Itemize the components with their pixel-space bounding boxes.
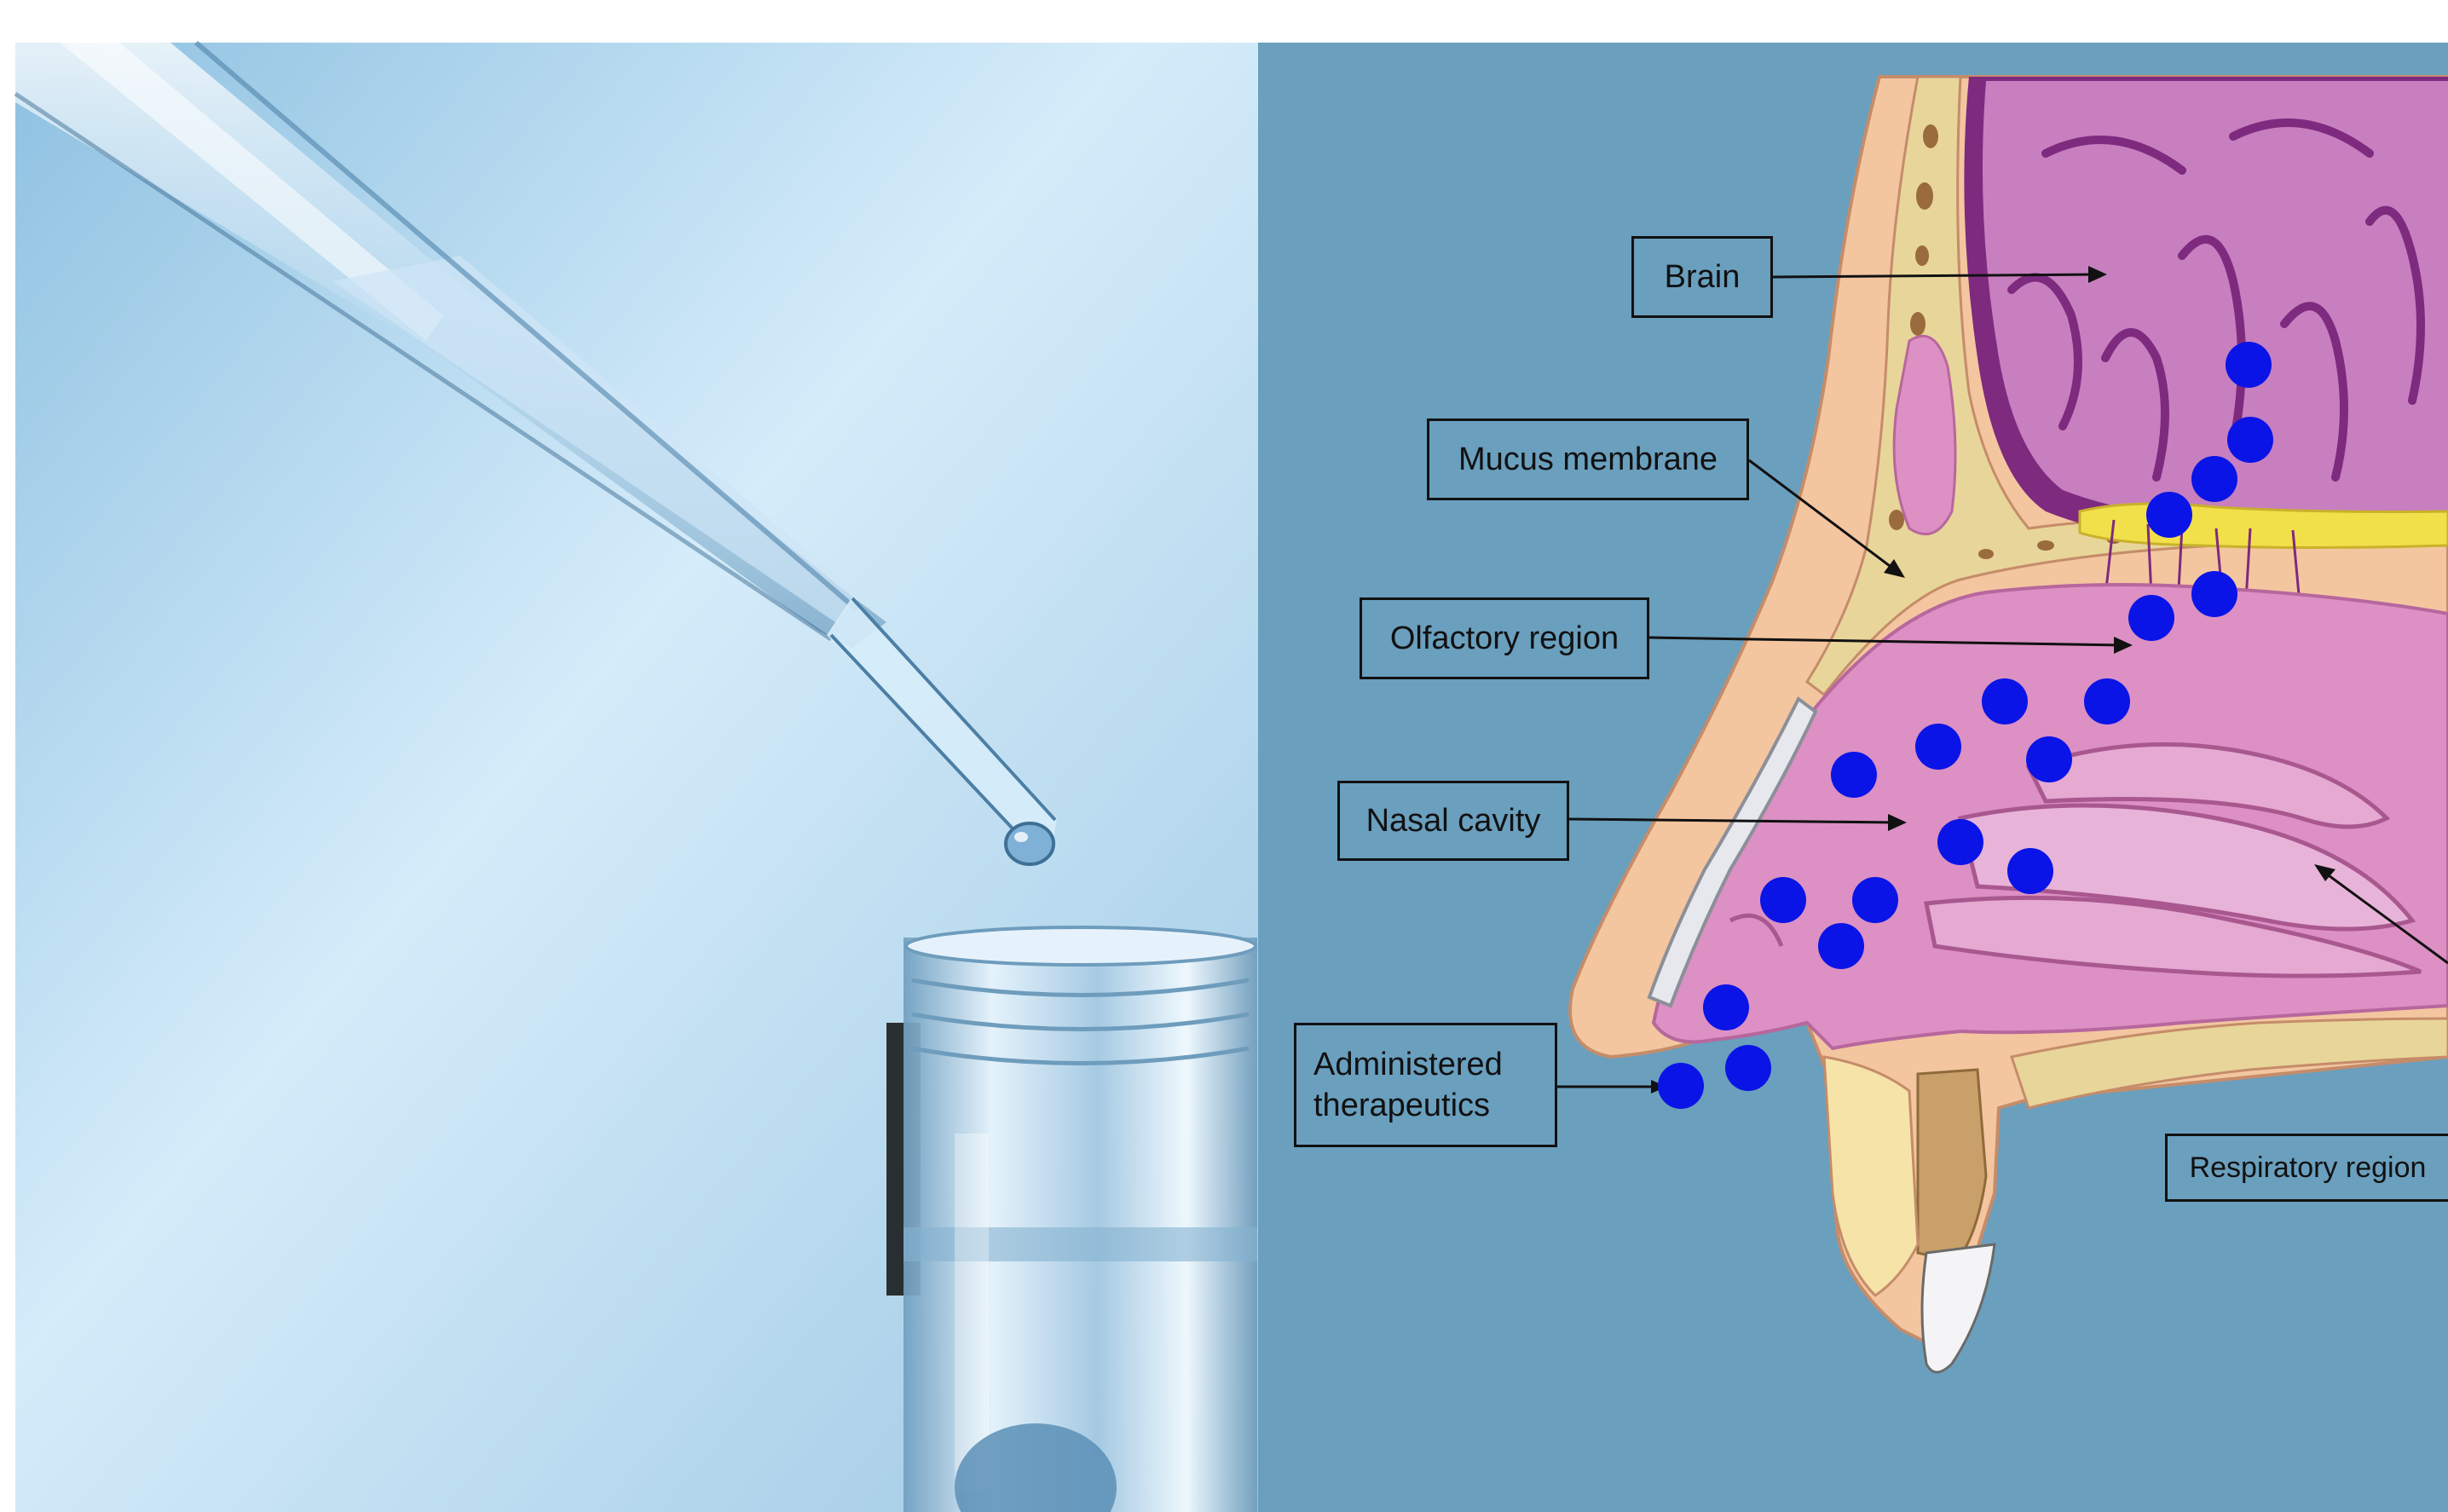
drug-particle <box>1725 1045 1771 1091</box>
drug-particle <box>2007 848 2053 894</box>
drug-particle <box>1852 877 1898 923</box>
nasal-cavity-label: Nasal cavity <box>1337 781 1569 861</box>
drug-particle <box>2226 342 2272 388</box>
drug-particle <box>1982 678 2028 724</box>
drug-particle <box>2191 456 2237 502</box>
nasal-anatomy-diagram <box>1258 43 2448 1512</box>
glass-vial <box>886 927 1257 1512</box>
drug-particle <box>1760 877 1806 923</box>
drug-particle <box>1915 724 1961 770</box>
drug-particle <box>2227 417 2273 463</box>
olfactory-region-label: Olfactory region <box>1360 597 1649 679</box>
respiratory-region-label: Respiratory region <box>2165 1134 2448 1202</box>
drug-particle <box>2146 492 2192 538</box>
drug-particle <box>2128 595 2174 641</box>
drug-particle <box>1937 819 1983 865</box>
liquid-droplet <box>1006 823 1054 864</box>
drug-particle <box>2026 736 2072 782</box>
drug-particle <box>2084 678 2130 724</box>
administered-therapeutics-label: Administered therapeutics <box>1294 1023 1557 1147</box>
drug-particle <box>1658 1063 1704 1109</box>
drug-particle <box>1818 923 1864 969</box>
drug-particle <box>2191 571 2237 617</box>
drug-particle <box>1703 984 1749 1030</box>
brain-label: Brain <box>1631 236 1773 318</box>
drug-particle <box>1831 752 1877 798</box>
mucus-membrane-label: Mucus membrane <box>1427 418 1749 500</box>
pipette-photo <box>15 43 1258 1512</box>
